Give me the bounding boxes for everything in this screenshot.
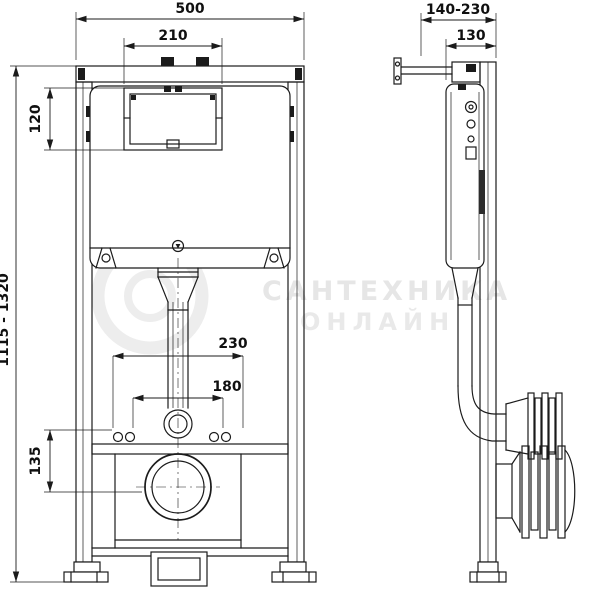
watermark-swirl-inner-icon — [124, 270, 176, 322]
top-fixing-tab — [196, 57, 209, 66]
dim-frame-depth: 130 — [445, 28, 496, 80]
lower-crossbar — [91, 443, 289, 455]
dim-label-230: 230 — [218, 336, 247, 352]
fixing-bolts — [112, 431, 232, 443]
flush-connector-horn — [505, 392, 563, 460]
waste-outlet-front — [144, 453, 212, 521]
dim-label-130: 130 — [456, 28, 485, 44]
pipe-connector-circle — [163, 409, 193, 439]
flush-valve-mark-icon — [171, 239, 185, 253]
wall-bracket-arm — [393, 57, 453, 85]
cistern-front — [89, 85, 291, 269]
dim-inner-fixing-spacing: 180 — [132, 379, 242, 428]
side-foot — [469, 561, 507, 583]
dim-label-180: 180 — [212, 379, 241, 395]
cistern-side — [445, 83, 485, 269]
mounting-bracket — [479, 170, 485, 214]
watermark-line2: ОНЛАЙН — [300, 307, 455, 336]
dim-label-500: 500 — [175, 1, 204, 17]
flush-pipe-side — [451, 267, 507, 442]
dim-plate-width: 210 — [123, 28, 223, 84]
dim-outer-fixing-spacing: 230 — [112, 336, 248, 428]
dim-label-135: 135 — [28, 446, 44, 475]
dim-service-height: 120 — [28, 87, 124, 151]
flush-plate-opening — [123, 86, 223, 151]
waste-connector-horn — [495, 445, 576, 539]
front-view: 500 210 120 1115 - 1320 230 — [0, 1, 317, 587]
dim-adjustable-depth: 140-230 — [420, 2, 497, 58]
dim-label-120: 120 — [28, 104, 44, 133]
dim-frame-height: 1115 - 1320 — [0, 65, 76, 583]
fill-valve-port — [464, 100, 478, 114]
side-view: 140-230 130 — [393, 2, 576, 583]
dim-label-140-230: 140-230 — [426, 2, 491, 18]
watermark-line1: САНТЕХНИКА — [262, 276, 511, 307]
waste-outlet-circle — [144, 453, 212, 521]
dim-outlet-height: 135 — [28, 429, 142, 493]
top-fixing-tab — [161, 57, 174, 66]
cistern-mount-hole — [101, 253, 111, 263]
dim-label-210: 210 — [158, 28, 187, 44]
dim-overall-width: 500 — [75, 1, 305, 60]
cistern-mount-hole — [269, 253, 279, 263]
feet — [63, 561, 317, 583]
dim-label-1115-1320: 1115 - 1320 — [0, 273, 12, 367]
drain-box — [150, 551, 208, 587]
